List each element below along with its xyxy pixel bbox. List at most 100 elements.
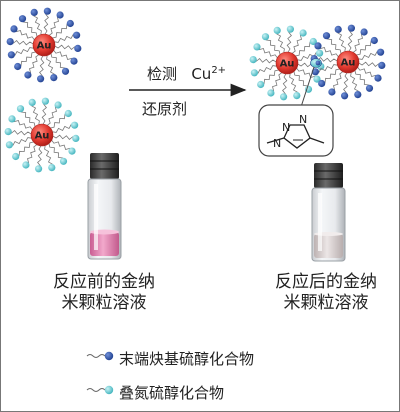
alkyne-terminal-dot xyxy=(74,44,82,53)
ligand-chain xyxy=(54,44,76,50)
reaction-condition-top: 检测 Cu2+ xyxy=(147,63,226,84)
ligand-chain xyxy=(357,66,377,77)
ligand-chain xyxy=(43,13,49,35)
ligand-chain xyxy=(53,49,73,60)
legend-azide-label: 叠氮硫醇化合物 xyxy=(119,384,225,402)
ligand-chain xyxy=(347,30,353,52)
azide-terminal-dot xyxy=(253,43,261,51)
alkyne-terminal-dot xyxy=(377,48,385,56)
azide-terminal-dot xyxy=(261,33,270,41)
ligand-chain xyxy=(289,73,298,93)
azide-terminal-dot xyxy=(299,29,307,37)
alkyne-terminal-dot xyxy=(347,24,355,32)
azide-terminal-dot xyxy=(41,97,50,105)
ligand-chain xyxy=(258,48,278,59)
gold-core-label: Au xyxy=(341,58,356,69)
ligand-chain xyxy=(316,57,338,63)
vial-after-cap xyxy=(314,163,343,188)
ligand-chain xyxy=(295,42,311,57)
ligand-chain xyxy=(41,103,47,125)
alkyne-terminal-dot xyxy=(50,74,58,82)
azide-terminal-dot xyxy=(68,147,76,155)
legend-alkyne-label: 末端炔基硫醇化合物 xyxy=(119,350,255,368)
ligand-chain xyxy=(10,130,32,136)
ligand-chain xyxy=(27,144,38,164)
azide-terminal-dot xyxy=(22,161,30,169)
ligand-chain xyxy=(276,33,285,53)
vial-after-caption-line2: 米颗粒溶液 xyxy=(283,293,369,313)
alkyne-terminal-dot xyxy=(73,31,81,39)
azide-terminal-dot xyxy=(273,26,281,34)
azide-terminal-dot xyxy=(309,37,317,46)
ligand-chain xyxy=(319,47,339,58)
triazole-n2: N xyxy=(299,113,307,126)
alkyne-terminal-dot xyxy=(318,79,326,88)
ligand-chain xyxy=(23,21,38,37)
alkyne-terminal-dot xyxy=(7,51,15,59)
legend-azide-symbol xyxy=(86,385,114,395)
alkyne-terminal-dot xyxy=(328,88,336,96)
triazole-link-marker xyxy=(310,58,322,68)
triazole-left-substituent xyxy=(266,137,285,144)
ligand-chain xyxy=(12,137,32,146)
ligand-chain xyxy=(293,71,308,87)
ligand-chain xyxy=(352,33,363,53)
copper-ion-charge: 2+ xyxy=(211,65,227,76)
triazole-n1: N xyxy=(282,121,290,134)
azide-terminal-dot xyxy=(59,157,68,165)
azide-terminal-dot xyxy=(304,85,313,93)
azide-terminal-dot xyxy=(16,105,25,113)
gold-core xyxy=(336,50,360,74)
azide-terminal-dot xyxy=(316,49,324,57)
alkyne-terminal-dot xyxy=(311,68,319,76)
ligand-chain xyxy=(324,68,340,83)
ligand-chain xyxy=(318,64,338,73)
ligand-chain xyxy=(266,39,281,55)
alkyne-terminal-dot xyxy=(61,67,70,75)
gold-core-label: Au xyxy=(37,41,52,52)
ligand-chain xyxy=(48,16,59,36)
ligand-chain xyxy=(291,34,302,54)
ligand-chain xyxy=(354,70,369,86)
azide-terminal-dot xyxy=(64,109,72,118)
alkyne-terminal-dot xyxy=(341,92,349,100)
ligand-chain xyxy=(50,53,65,69)
alkyne-terminal-dot xyxy=(56,11,64,19)
alkyne-terminal-dot xyxy=(70,57,78,65)
ligand-chain xyxy=(21,111,36,127)
azide-terminal-dot xyxy=(293,92,301,100)
azide-terminal-dot xyxy=(257,80,265,89)
vial-after-caption: 反应后的金纳 米颗粒溶液 xyxy=(251,272,399,314)
azide-terminal-dot xyxy=(249,56,257,64)
alkyne-terminal-dot xyxy=(10,25,18,33)
alkyne-terminal-dot xyxy=(334,25,342,33)
ligand-chain xyxy=(37,145,43,167)
alkyne-terminal-dot xyxy=(322,32,331,40)
alkyne-terminal-dot xyxy=(18,15,27,23)
copper-ion-label: Cu xyxy=(191,65,212,83)
ligand-chain xyxy=(272,72,283,92)
azide-terminal-dot xyxy=(54,101,62,109)
ligand-chain xyxy=(52,124,72,133)
azide-terminal-dot xyxy=(12,152,20,161)
ligand-chain xyxy=(44,145,53,165)
azide-terminal-dot xyxy=(5,141,13,149)
ligand-chain xyxy=(263,69,279,84)
ligand-chain xyxy=(343,72,349,94)
azide-terminal-dot xyxy=(28,98,36,106)
ligand-chain xyxy=(39,55,45,77)
vial-before-caption-line1: 反应前的金纳 xyxy=(53,272,155,292)
alkyne-terminal-dot xyxy=(314,42,322,50)
vial-after xyxy=(311,163,346,262)
gold-core xyxy=(32,33,56,57)
ligand-chain xyxy=(257,65,277,74)
alkyne-terminal-dot xyxy=(360,28,368,36)
vial-after-caption-line1: 反应后的金纳 xyxy=(275,272,377,292)
ligand-chain xyxy=(46,106,57,126)
ligand-chain xyxy=(350,72,359,92)
azide-terminal-dot xyxy=(35,165,43,173)
azide-terminal-dot xyxy=(48,164,56,172)
